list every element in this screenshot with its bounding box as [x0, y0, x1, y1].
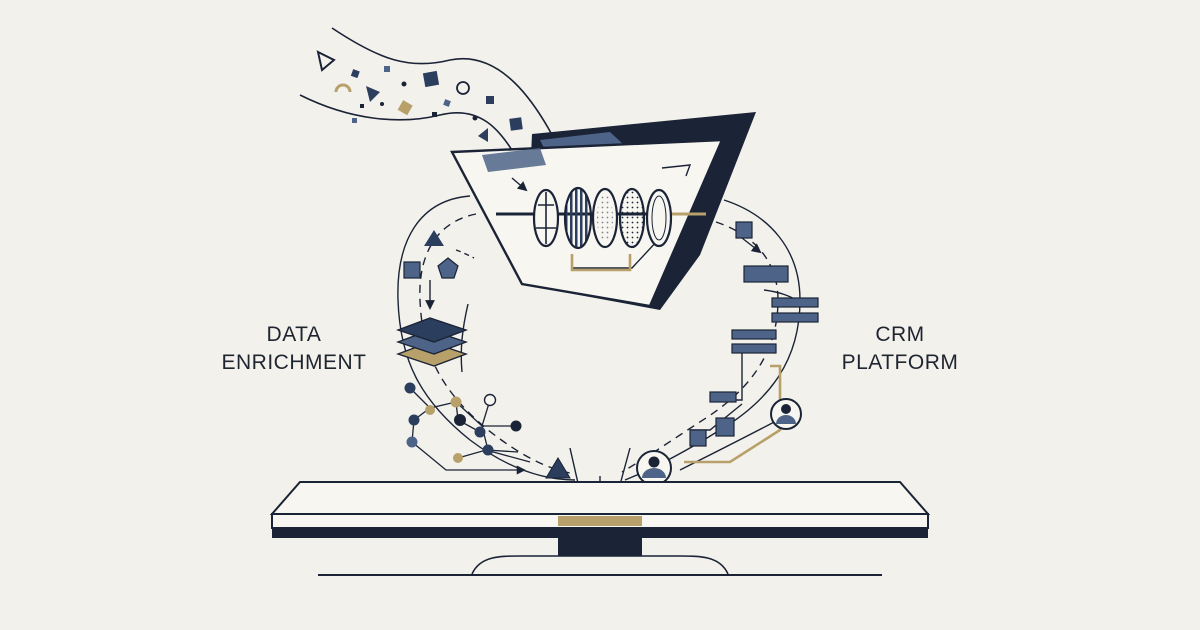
monitor-icon	[269, 481, 931, 576]
record-square-icon	[403, 261, 421, 279]
user-avatar-icon	[636, 450, 672, 486]
pentagon-icon	[437, 257, 459, 279]
user-avatar-icon	[770, 398, 802, 430]
data-enrichment-label-line2: ENRICHMENT	[221, 351, 367, 374]
record-bar-icon	[689, 221, 819, 447]
triangle-icon	[545, 457, 571, 479]
crm-platform-label: CRM PLATFORM	[830, 321, 970, 377]
triangle-icon	[316, 50, 336, 72]
layer-stack-icon	[395, 317, 469, 367]
data-enrichment-label-line1: DATA	[266, 323, 322, 346]
filter-disc-icon	[532, 186, 673, 250]
triangle-icon	[424, 230, 444, 246]
crm-platform-label-line2: PLATFORM	[841, 351, 959, 374]
network-node-icon	[404, 382, 531, 475]
connector-line	[684, 364, 782, 464]
data-particles	[316, 50, 523, 142]
funnel-icon	[450, 112, 756, 310]
incoming-data-stream	[299, 27, 561, 156]
crm-platform-label-line1: CRM	[875, 323, 925, 346]
data-enrichment-label: DATA ENRICHMENT	[214, 321, 374, 377]
